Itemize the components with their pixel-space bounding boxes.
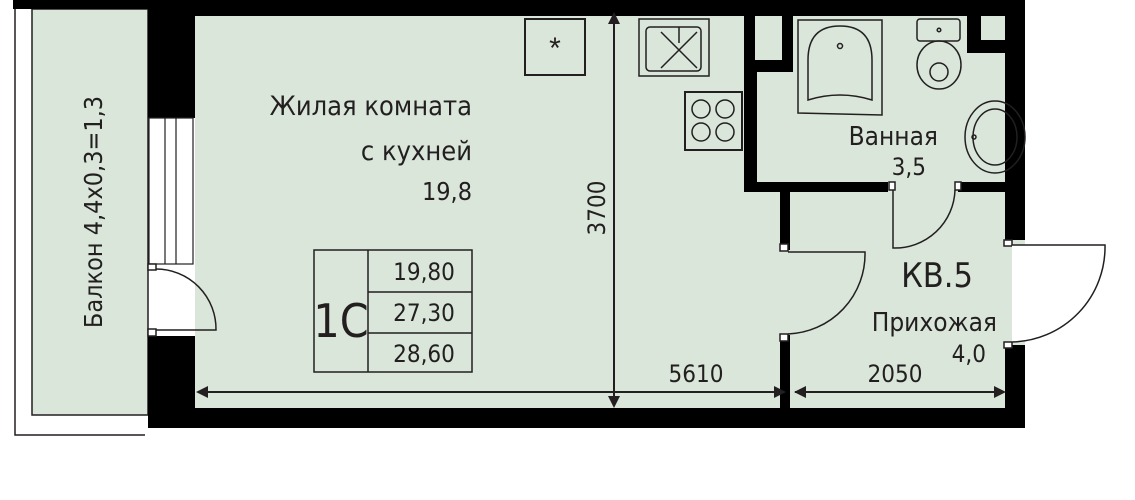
room-bath-name: Ванная	[849, 122, 938, 152]
area-total-no-balcony: 27,30	[393, 299, 455, 327]
room-living-name-1: Жилая комната	[270, 91, 472, 122]
window	[148, 117, 194, 265]
svg-text:*: *	[549, 32, 561, 65]
area-total: 28,60	[393, 340, 455, 368]
fridge-icon: *	[524, 18, 586, 76]
toilet-icon	[916, 18, 962, 90]
walls	[13, 0, 1025, 428]
room-bath-area: 3,5	[892, 153, 926, 181]
balcony: Балкон 4,4х0,3=1,3	[14, 0, 149, 436]
dimension-lines	[196, 12, 1006, 408]
dimension-width-main: 5610	[669, 360, 724, 388]
type-code: 1С	[313, 294, 368, 348]
dimension-height: 3700	[583, 181, 611, 236]
balcony-label: Балкон 4,4х0,3=1,3	[79, 96, 108, 328]
washbasin-icon	[964, 100, 1026, 174]
room-hall-area: 4,0	[952, 340, 986, 368]
dimension-width-hall: 2050	[868, 360, 923, 388]
apartment-label: КВ.5	[901, 256, 973, 296]
bathtub-icon	[797, 19, 883, 116]
stove-icon	[684, 91, 743, 151]
doors	[147, 181, 1106, 349]
floor-area	[195, 16, 1005, 408]
room-hall-name: Прихожая	[872, 308, 997, 338]
kitchen-sink-icon	[638, 18, 710, 77]
area-living: 19,80	[393, 258, 455, 286]
room-living-area: 19,8	[422, 177, 472, 206]
area-table	[313, 249, 473, 373]
room-living-name-2: с кухней	[361, 136, 472, 167]
